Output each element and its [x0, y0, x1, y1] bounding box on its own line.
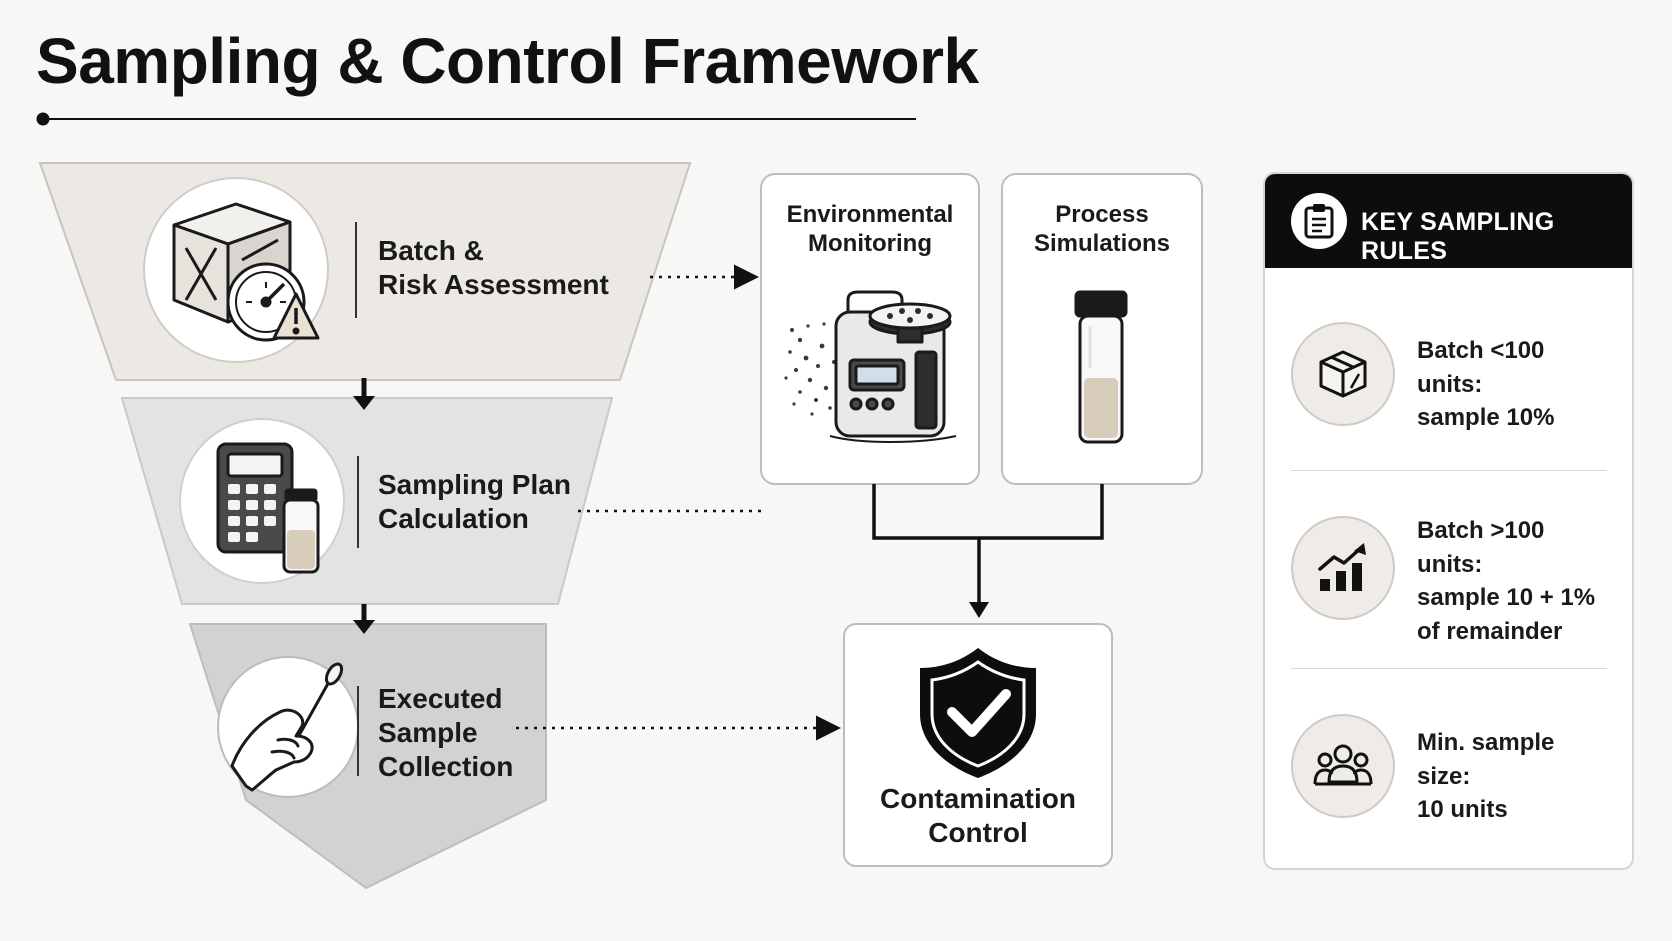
key-sampling-rules-panel: KEY SAMPLING RULES Batch <100 units:samp… [1263, 172, 1634, 870]
title-underline [36, 112, 916, 126]
merge-connector [872, 484, 1104, 604]
merge-arrowhead [969, 602, 989, 618]
air-sampler-icon [784, 290, 957, 443]
page-title: Sampling & Control Framework [36, 25, 979, 97]
vial-icon [1074, 290, 1128, 444]
calculator-vial-icon [216, 442, 320, 574]
clipboard-icon [1291, 193, 1347, 249]
shield-check-icon [920, 648, 1036, 778]
rule-text: Min. sample size:10 units [1417, 729, 1555, 824]
rule-divider [1291, 470, 1607, 471]
rule-item: Batch >100 units:sample 10 + 1%of remain… [1291, 512, 1607, 645]
down-arrow-1 [353, 378, 375, 410]
rule-item: Min. sample size:10 units [1291, 710, 1607, 823]
rule-text: Batch <100 units:sample 10% [1417, 337, 1555, 432]
rules-panel-header: KEY SAMPLING RULES [1265, 174, 1632, 268]
box-icon [1291, 322, 1395, 426]
hand-swab-icon [230, 662, 344, 792]
stage-batch-label: Batch &Risk Assessment [378, 235, 609, 301]
rule-text: Batch >100 units:sample 10 + 1%of remain… [1417, 517, 1596, 645]
rules-panel-title: KEY SAMPLING RULES [1361, 208, 1555, 265]
rule-item: Batch <100 units:sample 10% [1291, 318, 1607, 431]
people-icon [1291, 714, 1395, 818]
crate-gauge-warning-icon [172, 202, 320, 342]
growth-chart-icon [1291, 516, 1395, 620]
rule-divider [1291, 668, 1607, 669]
down-arrow-2 [353, 604, 375, 634]
